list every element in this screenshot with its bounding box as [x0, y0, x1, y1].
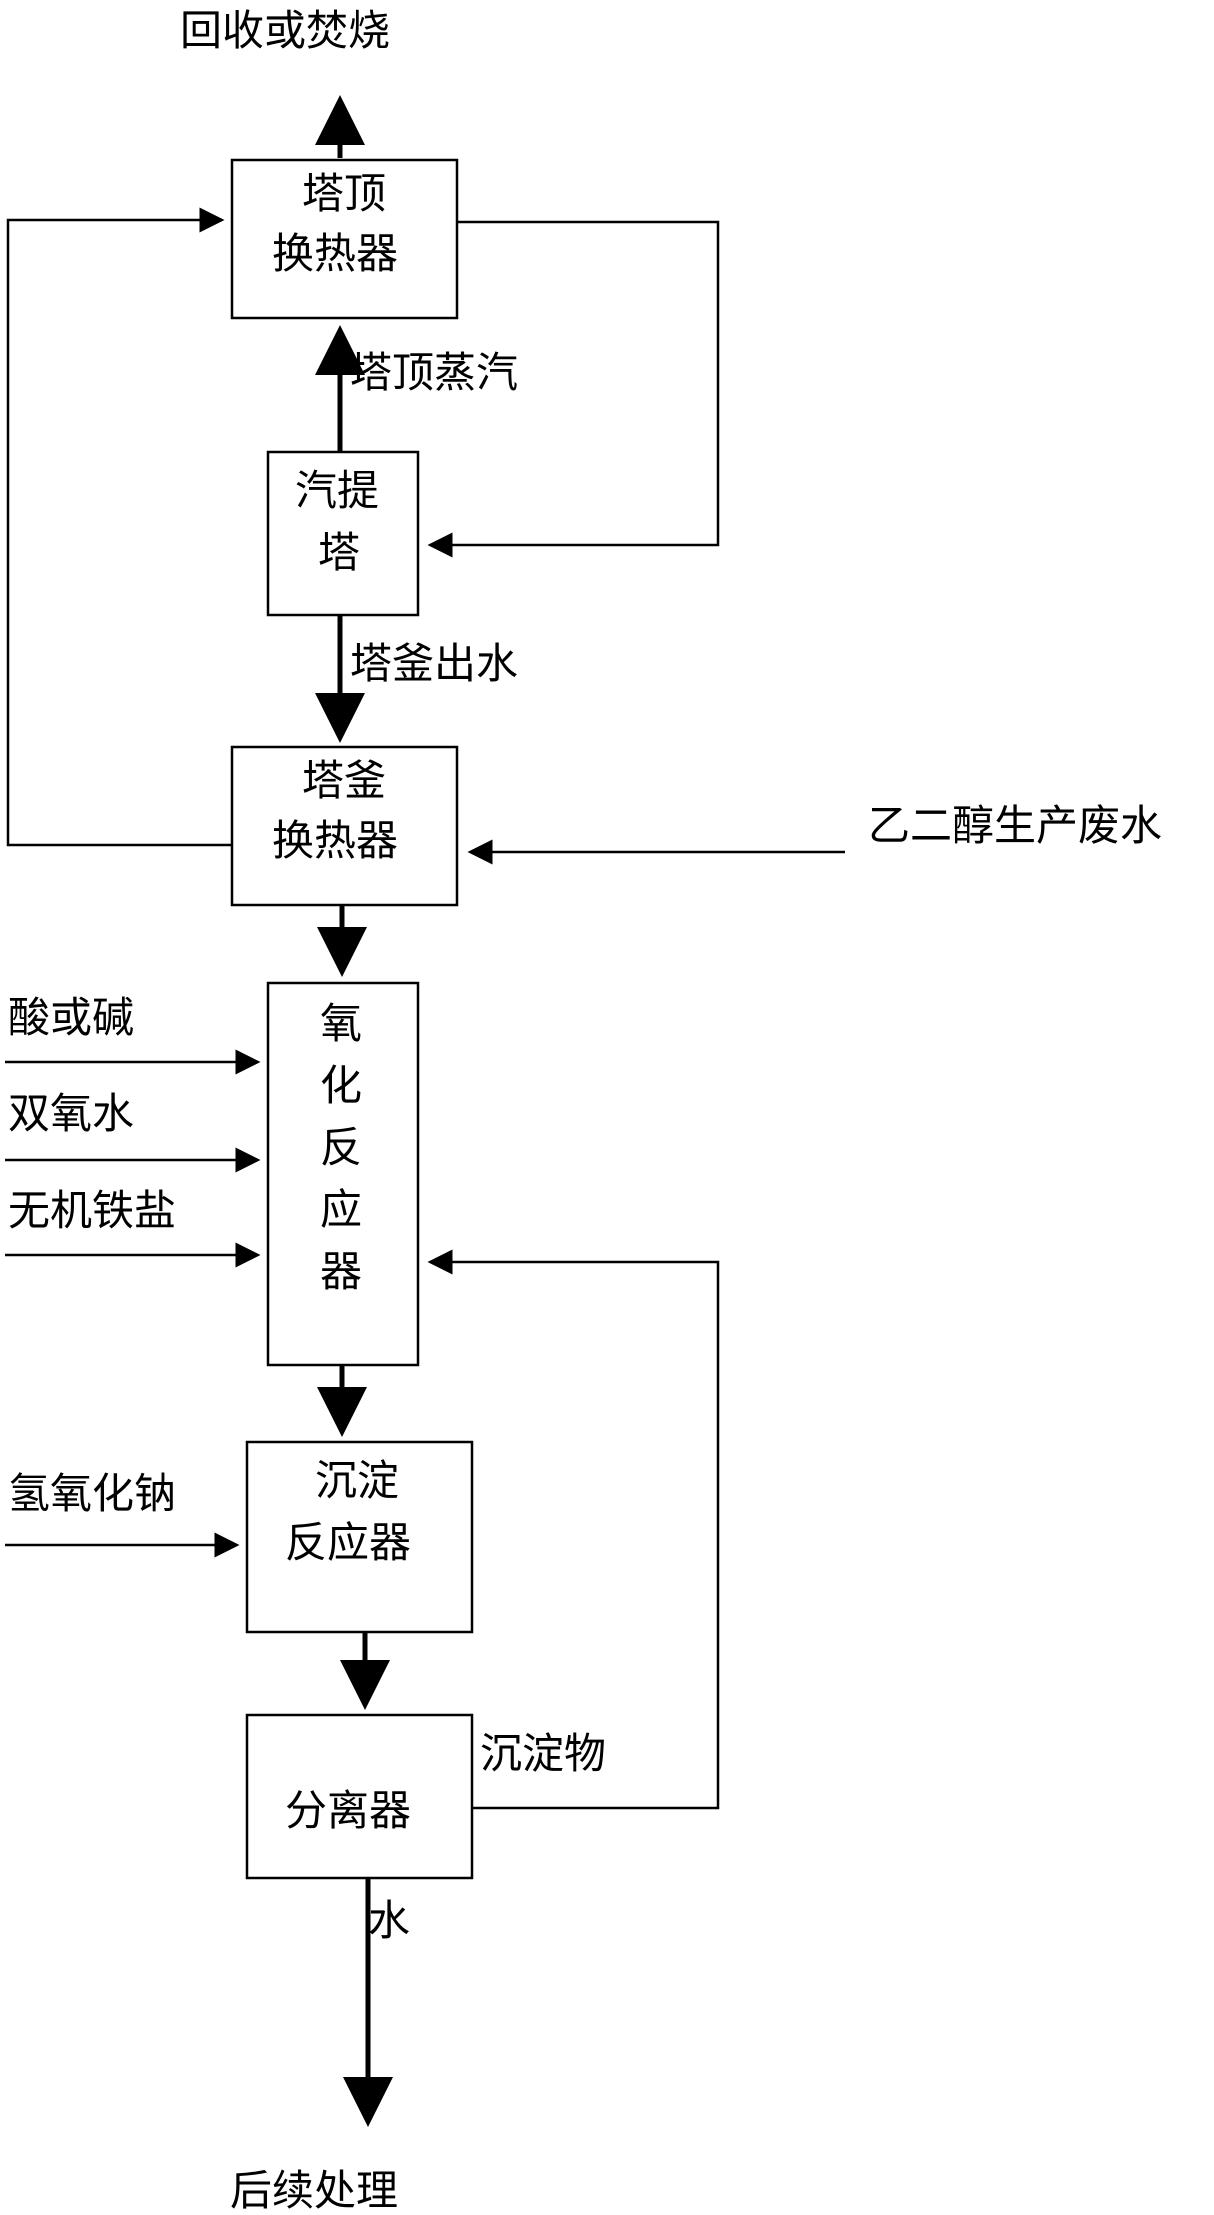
node-bottom-heat-exchanger-line2: 换热器 [272, 816, 398, 865]
node-stripping-tower-line2: 塔 [318, 528, 360, 577]
node-bottom-heat-exchanger-line1: 塔釜 [302, 756, 386, 805]
label-recycle-or-incinerate: 回收或焚烧 [180, 6, 390, 55]
node-top-heat-exchanger-line2: 换热器 [272, 229, 398, 278]
node-separator: 分离器 [245, 1713, 474, 1880]
edge-separator-precipitate-to-oxidation [427, 1249, 720, 1810]
node-stripping-tower: 汽提 塔 [266, 450, 420, 617]
node-bottom-heat-exchanger: 塔釜 换热器 [230, 745, 459, 907]
node-top-heat-exchanger: 塔顶 换热器 [230, 158, 459, 320]
label-water: 水 [368, 1896, 410, 1945]
label-bottom-outlet-water: 塔釜出水 [350, 639, 518, 688]
label-top-vapor: 塔顶蒸汽 [350, 348, 518, 397]
label-precipitate: 沉淀物 [480, 1729, 606, 1778]
edge-bottom-exchanger-to-top-exchanger [6, 207, 232, 847]
node-oxidation-reactor-char2: 化 [320, 1061, 362, 1110]
node-precipitation-reactor: 沉淀 反应器 [245, 1440, 474, 1634]
label-subsequent-treatment: 后续处理 [230, 2166, 398, 2215]
node-precipitation-reactor-line2: 反应器 [285, 1518, 411, 1567]
label-acid-or-base: 酸或碱 [8, 993, 134, 1042]
node-separator-line1: 分离器 [285, 1786, 411, 1835]
node-oxidation-reactor-char3: 反 [320, 1123, 362, 1172]
node-oxidation-reactor-char4: 应 [320, 1185, 362, 1234]
label-hydrogen-peroxide: 双氧水 [8, 1089, 134, 1138]
edge-top-exchanger-to-stripping [427, 220, 720, 558]
label-sodium-hydroxide: 氢氧化钠 [8, 1469, 176, 1518]
node-stripping-tower-line1: 汽提 [295, 466, 379, 515]
label-glycol-wastewater: 乙二醇生产废水 [868, 801, 1162, 850]
node-top-heat-exchanger-line1: 塔顶 [302, 169, 386, 218]
node-oxidation-reactor-char5: 器 [320, 1247, 362, 1296]
node-oxidation-reactor-char1: 氧 [320, 999, 362, 1048]
label-inorganic-iron-salt: 无机铁盐 [8, 1186, 176, 1235]
node-precipitation-reactor-line1: 沉淀 [315, 1456, 399, 1505]
node-oxidation-reactor: 氧 化 反 应 器 [266, 981, 420, 1367]
